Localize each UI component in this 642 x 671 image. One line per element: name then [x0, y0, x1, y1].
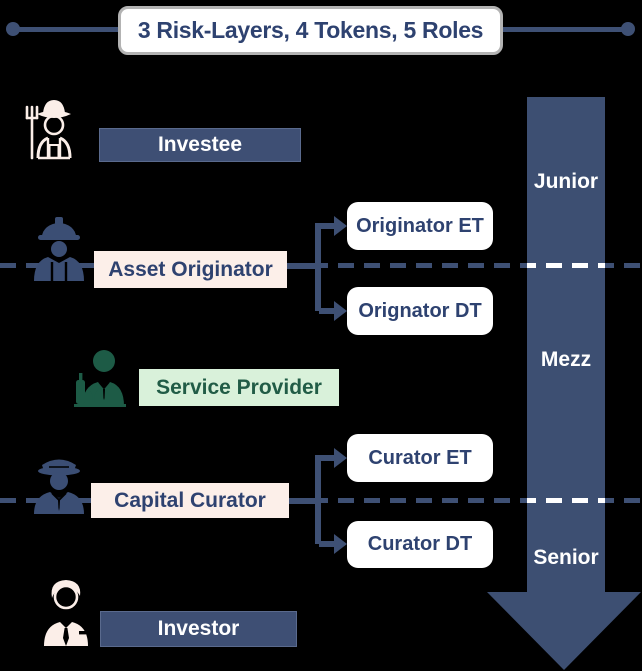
title-line-left: [12, 27, 118, 32]
curator-connector: [289, 498, 317, 504]
curator-et-arrowhead-icon: [334, 448, 347, 468]
captain-icon: [30, 450, 88, 520]
title-line-left-dot: [6, 22, 20, 36]
farmer-icon: [24, 94, 84, 170]
role-box-investor: Investor: [100, 611, 297, 647]
layer-boundary-mezz-senior-on-arrow: [527, 498, 605, 503]
title-banner: 3 Risk-Layers, 4 Tokens, 5 Roles: [118, 6, 503, 55]
role-box-investee: Investee: [99, 128, 301, 162]
layer-boundary-junior-mezz: [0, 263, 642, 268]
risk-arrow-head: [487, 592, 641, 670]
title-line-right-dot: [621, 22, 635, 36]
role-box-asset-originator: Asset Originator: [94, 251, 287, 288]
title-line-right: [503, 27, 625, 32]
originator-fork-arm-bottom: [319, 308, 336, 314]
role-box-capital-curator: Capital Curator: [91, 483, 289, 518]
layer-label-senior: Senior: [533, 546, 599, 569]
curator-fork-vertical: [315, 455, 321, 544]
originator-et-arrowhead-icon: [334, 216, 347, 236]
originator-dt-arrowhead-icon: [334, 301, 347, 321]
curator-fork-arm-bottom: [319, 541, 336, 547]
curator-dt-arrowhead-icon: [334, 534, 347, 554]
originator-fork-arm-top: [319, 223, 336, 229]
page-title: 3 Risk-Layers, 4 Tokens, 5 Roles: [137, 17, 484, 43]
businessman-icon: [36, 576, 96, 648]
token-originator-et: Originator ET: [347, 202, 493, 250]
originator-fork-vertical: [315, 223, 321, 311]
role-box-service-provider: Service Provider: [139, 369, 339, 406]
layer-boundary-junior-mezz-on-arrow: [527, 263, 605, 268]
construction-worker-icon: [28, 213, 90, 283]
curator-fork-arm-top: [319, 455, 336, 461]
originator-connector: [287, 263, 317, 269]
token-orignator-dt: Orignator DT: [347, 287, 493, 335]
risk-arrow-shaft: [527, 97, 605, 594]
token-curator-dt: Curator DT: [347, 521, 493, 568]
layer-label-junior: Junior: [533, 170, 599, 193]
layer-boundary-mezz-senior: [0, 498, 642, 503]
layer-label-mezz: Mezz: [540, 348, 592, 371]
token-curator-et: Curator ET: [347, 434, 493, 482]
bartender-icon: [72, 344, 130, 412]
